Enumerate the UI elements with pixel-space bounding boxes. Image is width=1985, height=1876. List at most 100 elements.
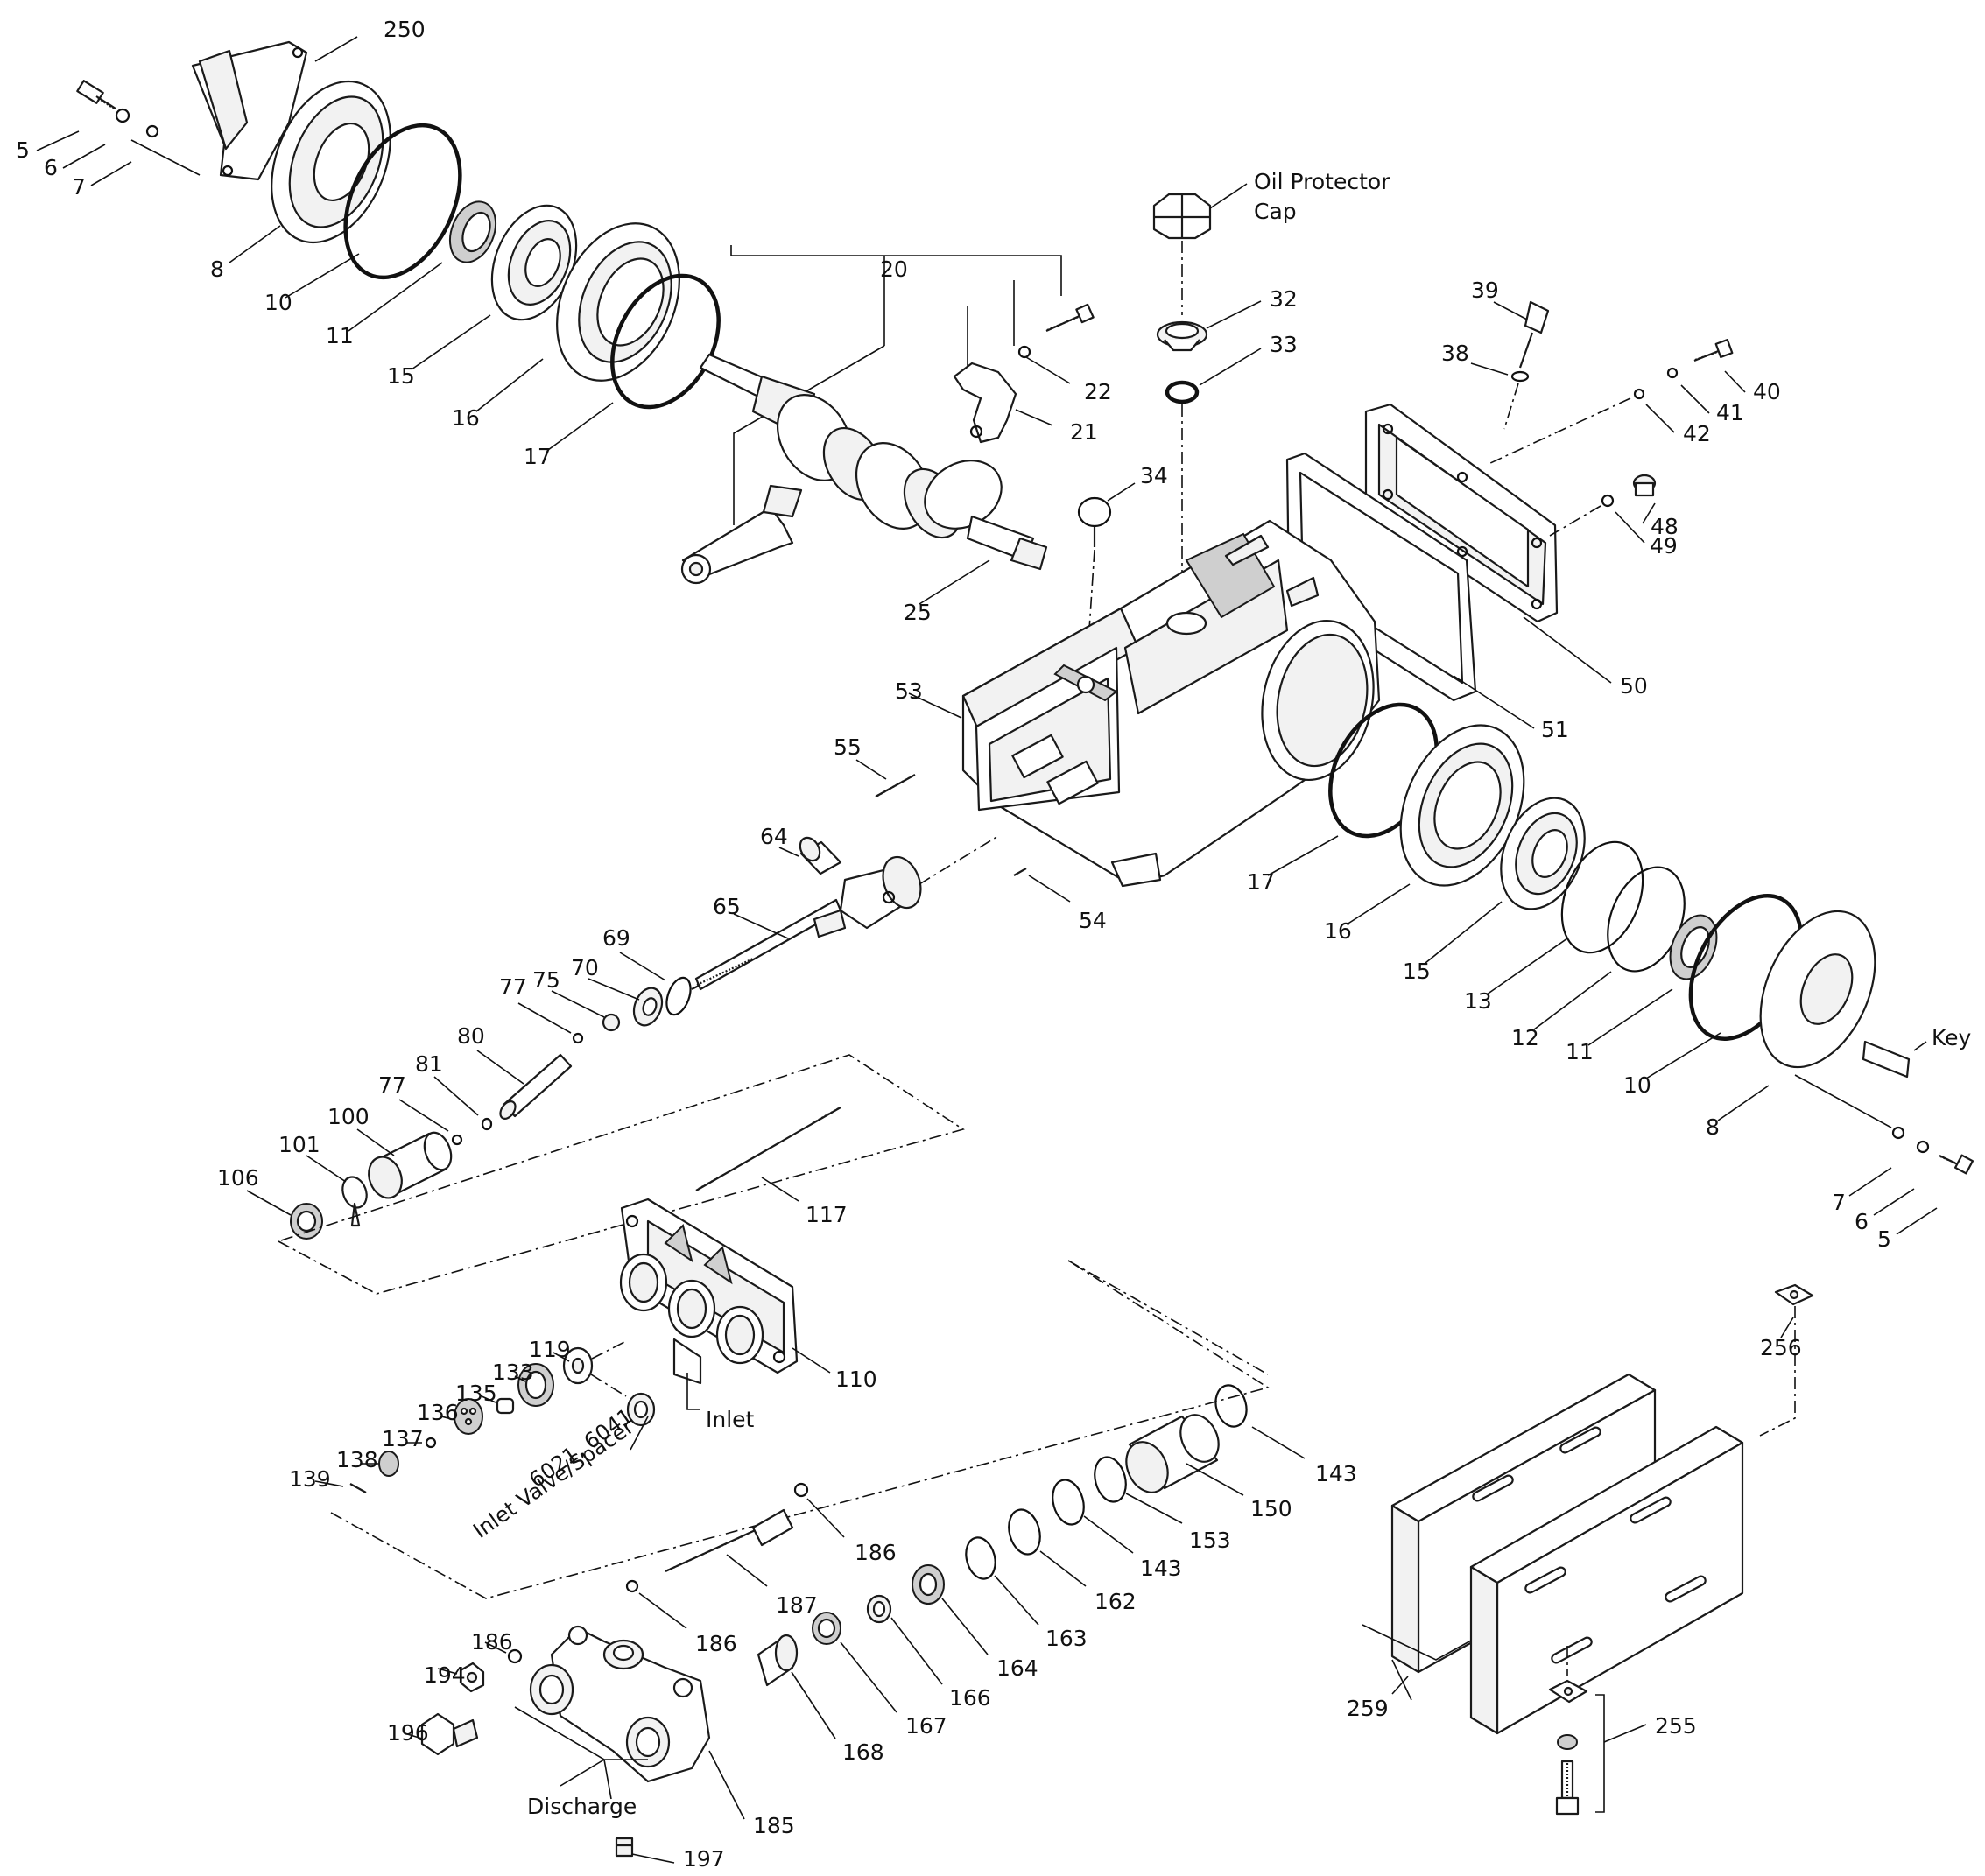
callout-label-l10a: 10 — [264, 290, 292, 315]
callout-label-l106: 106 — [217, 1165, 259, 1191]
callout-label-l69: 69 — [602, 925, 630, 951]
plug-part-196 — [420, 1712, 479, 1756]
spring-part-167 — [812, 1612, 841, 1645]
callout-label-l163: 163 — [1045, 1626, 1088, 1651]
callout-label-l70: 70 — [571, 955, 599, 980]
manifold-part-110 — [619, 1198, 799, 1385]
callout-label-l50: 50 — [1620, 673, 1648, 699]
callout-label-l186c: 186 — [471, 1629, 513, 1655]
plunger-part-80 — [499, 1053, 573, 1120]
callout-label-l153: 153 — [1189, 1528, 1231, 1553]
callout-label-l17b: 17 — [1247, 869, 1275, 895]
tie-rod-part-117 — [695, 1107, 841, 1191]
stud-part-55 — [875, 774, 916, 797]
callout-label-l75: 75 — [532, 967, 560, 993]
callout-label-l80: 80 — [457, 1023, 485, 1049]
callout-label-l20: 20 — [880, 256, 908, 282]
callout-label-l21: 21 — [1070, 419, 1098, 445]
callout-label-l11a: 11 — [326, 323, 354, 348]
o-ring-part-77a — [572, 1032, 584, 1044]
callout-label-l42: 42 — [1683, 421, 1711, 446]
callout-label-l185: 185 — [753, 1813, 795, 1838]
callout-label-l186a: 186 — [855, 1540, 897, 1565]
callout-label-l194: 194 — [424, 1662, 466, 1688]
oil-cap-assembly — [1077, 183, 1262, 684]
seal-retainer-part-100 — [368, 1131, 453, 1199]
callout-label-l137: 137 — [382, 1426, 424, 1451]
callout-label-l49: 49 — [1650, 533, 1678, 559]
square-washer-part-256 — [1774, 1283, 1814, 1306]
drain-plug-part-48 — [1632, 474, 1657, 497]
callout-label-l196: 196 — [387, 1720, 429, 1746]
callout-label-l53: 53 — [895, 678, 923, 704]
o-ring-part-137 — [425, 1437, 437, 1449]
callout-label-l64: 64 — [760, 824, 788, 849]
washer-part-75 — [602, 1013, 621, 1032]
bolt-part-22 — [1045, 303, 1095, 333]
callout-label-l51: 51 — [1541, 717, 1569, 742]
callout-label-l186b: 186 — [695, 1631, 737, 1656]
washer-part-186-c — [507, 1648, 523, 1664]
callout-label-l143a: 143 — [1315, 1461, 1357, 1486]
o-ring-part-143-lower — [1052, 1479, 1085, 1526]
washer-part-6 — [115, 108, 130, 123]
rear-cover-part-50 — [1364, 403, 1559, 623]
rod-cap-part-21 — [953, 362, 1017, 444]
callout-label-l13: 13 — [1464, 988, 1492, 1014]
callout-label-l250: 250 — [384, 17, 426, 42]
seal-part-106 — [290, 1203, 323, 1240]
callout-label-l255: 255 — [1655, 1713, 1697, 1739]
valve-guide-part-136 — [454, 1398, 483, 1435]
inlet-valve-stack: 6021, 6041 Inlet Valve/Spacer — [314, 1340, 656, 1543]
crankshaft-part-25 — [699, 353, 1048, 571]
callout-label-l16a: 16 — [452, 405, 480, 431]
callout-label-l119: 119 — [529, 1337, 571, 1362]
callout-label-l55: 55 — [834, 734, 862, 760]
bearing-part-15 — [490, 204, 578, 321]
o-ring-part-143-top — [1214, 1384, 1248, 1428]
washer-part-186-b — [625, 1579, 639, 1593]
discharge-valve-stack — [330, 1260, 1306, 1864]
bearing-carrier-part-16-right — [1399, 724, 1525, 887]
cylinder-sleeve-part-150 — [1125, 1414, 1220, 1493]
callout-label-l39: 39 — [1471, 278, 1499, 303]
callout-label-l150: 150 — [1250, 1496, 1292, 1521]
o-ring-part-81 — [481, 1117, 493, 1131]
washer-part-7 — [145, 124, 159, 138]
stud-part-187 — [665, 1508, 794, 1572]
pin-part-139 — [349, 1483, 367, 1493]
callout-label-l8b: 8 — [1706, 1114, 1720, 1140]
callout-label-l100: 100 — [327, 1104, 370, 1129]
bearing-cover-part-8-right — [1759, 910, 1876, 1069]
callout-label-l162: 162 — [1095, 1589, 1137, 1614]
callout-label-l259: 259 — [1347, 1696, 1389, 1721]
inlet-valve-note-line2: Inlet Valve/Spacer — [468, 1415, 638, 1543]
callout-label-l143b: 143 — [1140, 1556, 1182, 1581]
callout-label-l17a: 17 — [524, 444, 552, 469]
bolt-part-40 — [1693, 338, 1734, 362]
o-ring-part-38 — [1510, 370, 1530, 383]
callout-label-l54: 54 — [1079, 908, 1107, 933]
anti-extrusion-part-101 — [341, 1176, 368, 1227]
oil-protector-cap — [1152, 193, 1212, 240]
bearing-part-15-right — [1500, 797, 1586, 910]
callout-label-l65: 65 — [713, 894, 741, 919]
callout-label-l77a: 77 — [499, 974, 527, 1000]
oil-seal-part-11-right — [1669, 914, 1718, 980]
discharge-manifold-part-185 — [529, 1625, 711, 1783]
eye-bolt-part-34 — [1077, 496, 1112, 547]
left-bearing-cover-assembly — [36, 36, 721, 451]
callout-label-l48: 48 — [1651, 514, 1679, 539]
shaft-key — [1862, 1040, 1911, 1079]
callout-label-l256: 256 — [1760, 1335, 1802, 1360]
o-ring-part-162 — [1008, 1508, 1041, 1556]
washer-part-119 — [562, 1346, 594, 1385]
crosshead-part-65 — [691, 855, 922, 991]
callout-label-l10b: 10 — [1623, 1072, 1651, 1098]
o-ring-part-69 — [665, 976, 692, 1016]
valve-part-166 — [866, 1594, 892, 1624]
callout-label-l164: 164 — [996, 1655, 1038, 1681]
spring-retainer-part-168 — [757, 1634, 799, 1687]
callout-label-l138: 138 — [336, 1447, 378, 1472]
